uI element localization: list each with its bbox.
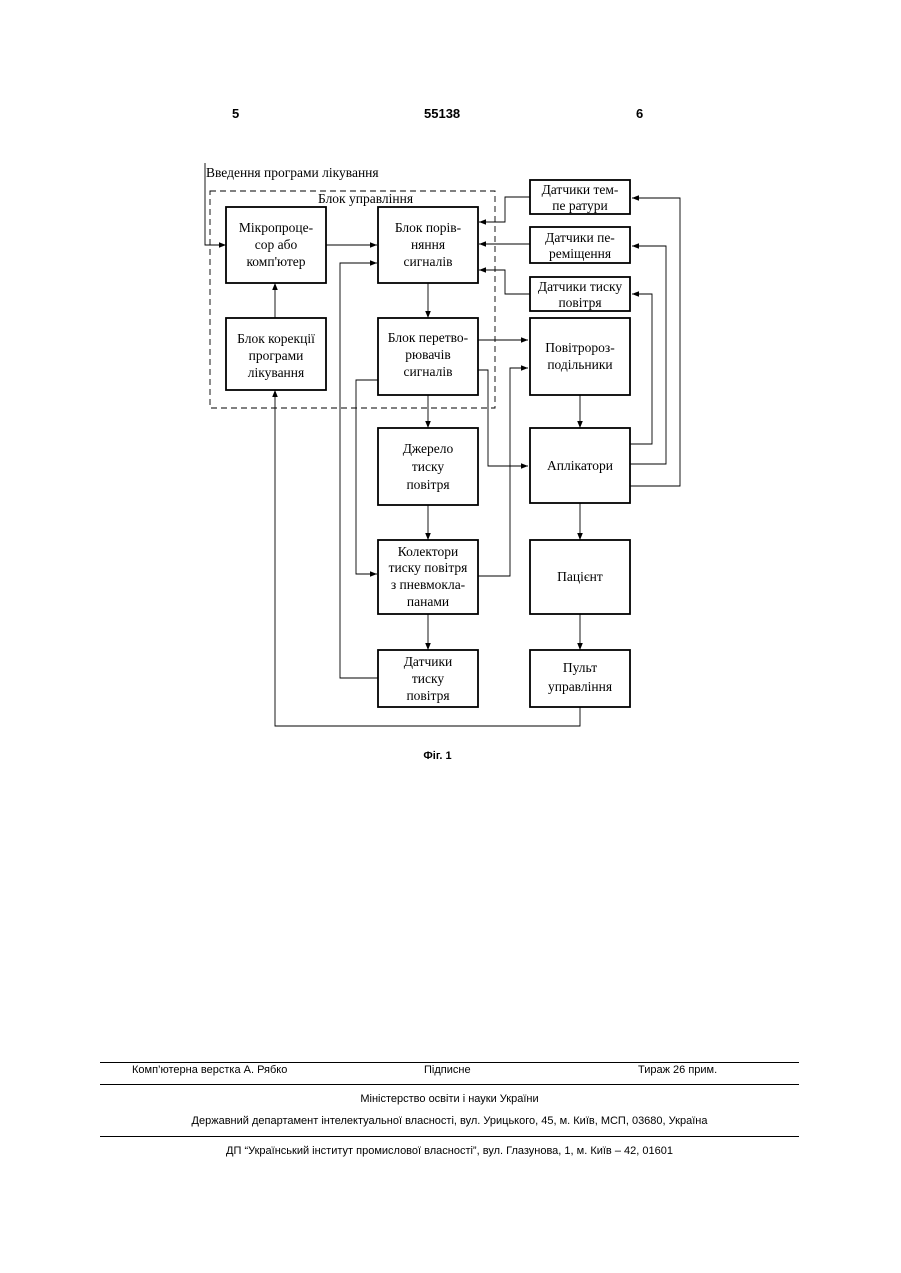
block-microprocessor: Мікропроце- сор або комп'ютер xyxy=(226,207,326,283)
footer-typesetting: Комп’ютерна верстка А. Рябко xyxy=(132,1064,287,1076)
svg-text:з пневмокла-: з пневмокла- xyxy=(391,577,466,592)
block-correction: Блок корекції програми лікування xyxy=(226,318,326,390)
footer-signed: Підписне xyxy=(424,1064,471,1076)
svg-text:Мікропроце-: Мікропроце- xyxy=(239,220,314,235)
block-applicators: Аплікатори xyxy=(530,428,630,503)
block-air-distributors: Повітророз- подільники xyxy=(530,318,630,395)
svg-text:Колектори: Колектори xyxy=(398,544,458,559)
svg-text:Джерело: Джерело xyxy=(403,441,454,456)
svg-text:повітря: повітря xyxy=(406,688,449,703)
svg-text:Блок перетво-: Блок перетво- xyxy=(388,330,469,345)
svg-text:повітря: повітря xyxy=(558,295,601,310)
svg-text:Датчики тиску: Датчики тиску xyxy=(538,279,622,294)
footer-ministry: Міністерство освіти і науки України xyxy=(100,1093,799,1105)
block-displacement-sensors: Датчики пе- реміщення xyxy=(530,227,630,263)
svg-text:тиску: тиску xyxy=(412,459,444,474)
svg-text:програми: програми xyxy=(249,348,304,363)
svg-text:лікування: лікування xyxy=(248,365,304,380)
block-converter: Блок перетво- рювачів сигналів xyxy=(378,318,478,395)
svg-text:сор або: сор або xyxy=(255,237,298,252)
svg-text:няння: няння xyxy=(411,237,445,252)
block-comparator: Блок порів- няння сигналів xyxy=(378,207,478,283)
svg-text:Датчики пе-: Датчики пе- xyxy=(545,230,615,245)
svg-text:Аплікатори: Аплікатори xyxy=(547,458,613,473)
block-temperature-sensors: Датчики тем- пе ратури xyxy=(530,180,630,214)
footer-rule-middle xyxy=(100,1084,799,1085)
footer-circulation: Тираж 26 прим. xyxy=(638,1064,717,1076)
svg-text:реміщення: реміщення xyxy=(549,246,611,261)
block-pressure-sensors-right: Датчики тиску повітря xyxy=(530,277,630,311)
svg-text:Пульт: Пульт xyxy=(563,660,597,675)
footer-rule-bottom xyxy=(100,1136,799,1137)
svg-text:рювачів: рювачів xyxy=(405,347,450,362)
svg-text:тиску: тиску xyxy=(412,671,444,686)
svg-text:тиску повітря: тиску повітря xyxy=(389,560,468,575)
svg-text:Датчики: Датчики xyxy=(404,654,453,669)
svg-text:комп'ютер: комп'ютер xyxy=(246,254,305,269)
svg-text:Повітророз-: Повітророз- xyxy=(545,340,615,355)
block-diagram: Блок управління Введення програми лікува… xyxy=(0,0,901,780)
footer-rule-top xyxy=(100,1062,799,1063)
control-unit-label: Блок управління xyxy=(318,191,413,206)
svg-text:Блок корекції: Блок корекції xyxy=(237,331,315,346)
svg-text:Пацієнт: Пацієнт xyxy=(557,569,603,584)
svg-text:панами: панами xyxy=(407,594,449,609)
block-air-source: Джерело тиску повітря xyxy=(378,428,478,505)
svg-text:подільники: подільники xyxy=(547,357,612,372)
footer-department: Державний департамент інтелектуальної вл… xyxy=(100,1115,799,1127)
block-pressure-sensors-bottom: Датчики тиску повітря xyxy=(378,650,478,707)
block-collectors: Колектори тиску повітря з пневмокла- пан… xyxy=(378,540,478,614)
svg-text:пе ратури: пе ратури xyxy=(552,198,607,213)
footer-institute: ДП “Український інститут промислової вла… xyxy=(100,1145,799,1157)
svg-text:Блок порів-: Блок порів- xyxy=(395,220,462,235)
svg-text:повітря: повітря xyxy=(406,477,449,492)
svg-text:Датчики тем-: Датчики тем- xyxy=(542,182,619,197)
input-label: Введення програми лікування xyxy=(206,165,379,180)
figure-caption: Фіг. 1 xyxy=(0,750,875,762)
svg-text:управління: управління xyxy=(548,679,612,694)
block-control-panel: Пульт управління xyxy=(530,650,630,707)
block-patient: Пацієнт xyxy=(530,540,630,614)
svg-text:сигналів: сигналів xyxy=(404,364,453,379)
svg-text:сигналів: сигналів xyxy=(404,254,453,269)
